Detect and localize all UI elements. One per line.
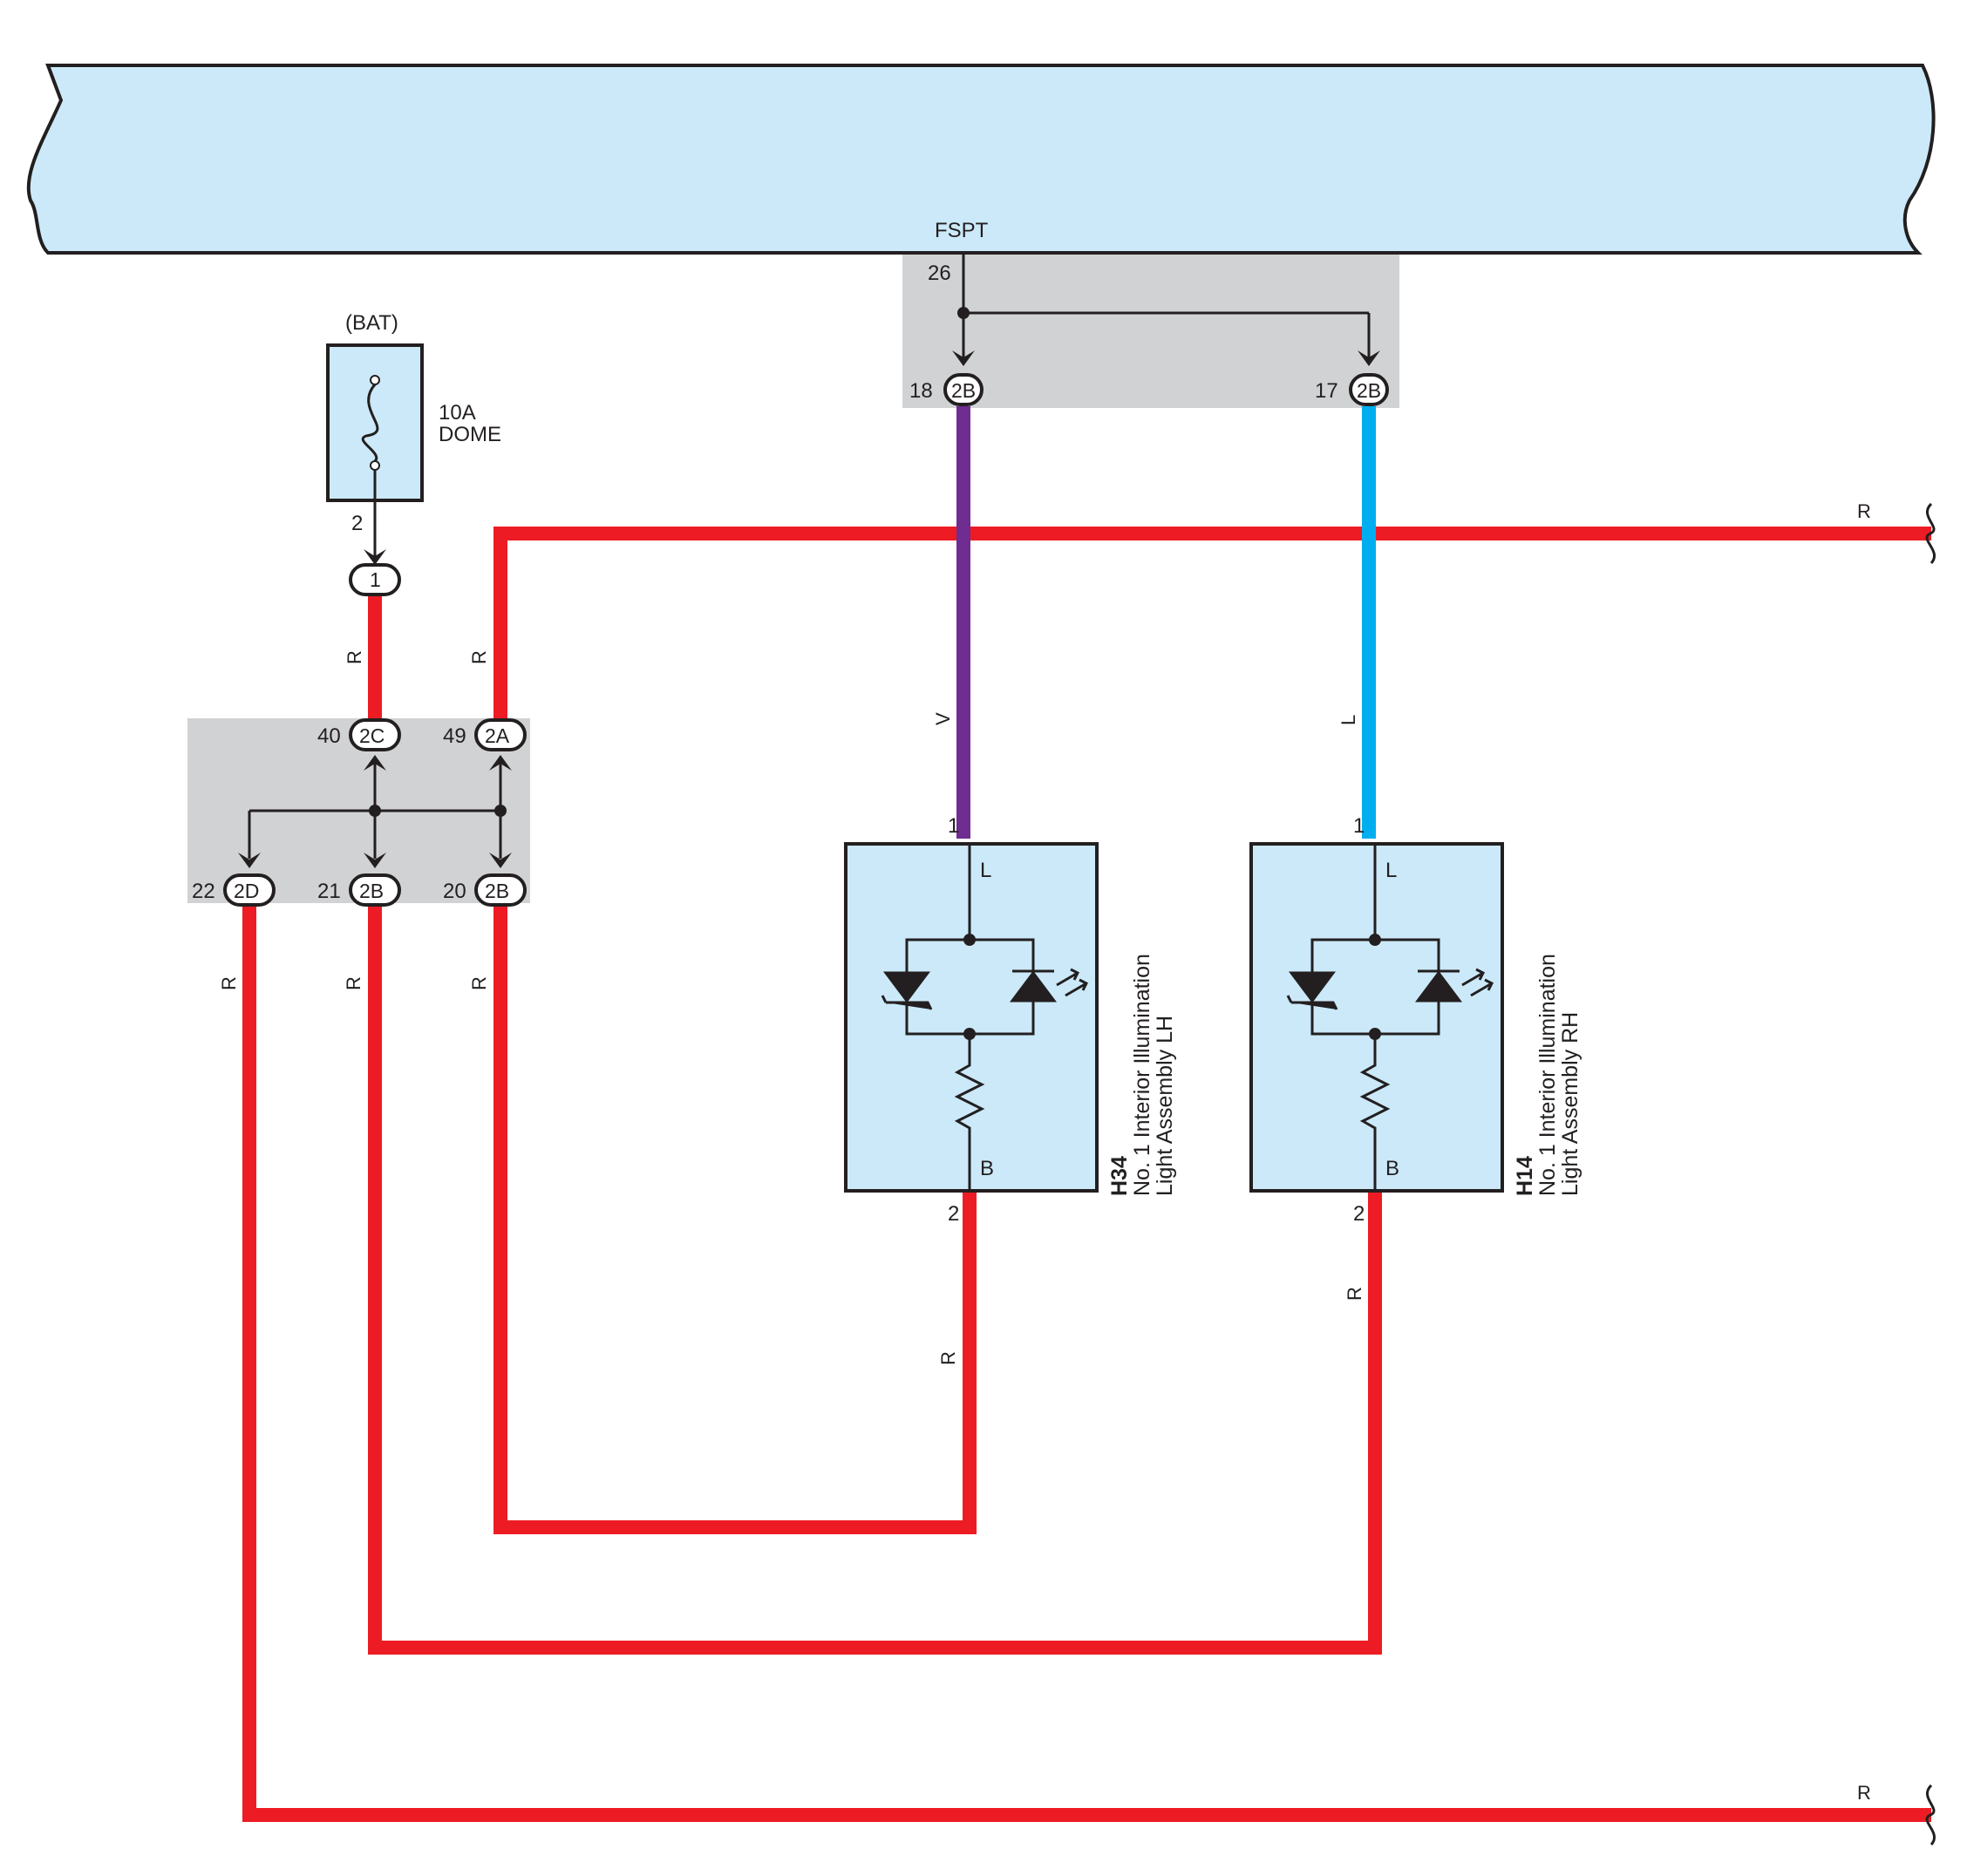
connector-label: 2B bbox=[485, 880, 509, 902]
lamp-name-line1: No. 1 Interior Illumination bbox=[1535, 954, 1560, 1196]
connector-40-2c bbox=[349, 718, 401, 751]
ecu-terminal-name: FSPT bbox=[935, 219, 989, 242]
lamp-node bbox=[1369, 934, 1381, 946]
connector-label: 2C bbox=[359, 724, 385, 747]
wire-color-label: R bbox=[937, 1351, 959, 1365]
connector-49-2a bbox=[474, 718, 527, 751]
red-wire-out-1 bbox=[242, 907, 1931, 1822]
connector-label: 2B bbox=[359, 880, 384, 902]
ecu-body bbox=[26, 64, 1936, 255]
lamp-body bbox=[844, 842, 1099, 1193]
fuse-terminal bbox=[370, 375, 380, 385]
fuse-terminal bbox=[370, 460, 380, 471]
connector-label: 2D bbox=[234, 880, 259, 902]
connector-label: 2B bbox=[951, 379, 976, 402]
pin-number: 1 bbox=[948, 814, 959, 838]
wire-color-label: R bbox=[218, 976, 240, 990]
lamp-code: H14 bbox=[1513, 1156, 1537, 1196]
pin-number: 20 bbox=[443, 880, 466, 903]
pin-number: 40 bbox=[317, 724, 341, 748]
fuse-icon bbox=[361, 384, 379, 463]
ecu-pin-26: 26 bbox=[928, 262, 951, 285]
connector-21-2b bbox=[349, 873, 401, 907]
terminal-label: B bbox=[980, 1157, 994, 1180]
lamp-name-line2: Light Assembly LH bbox=[1153, 1016, 1177, 1196]
terminal-label: L bbox=[980, 859, 991, 882]
wire-break-icon bbox=[1925, 1784, 1936, 1846]
connector-20-2b bbox=[474, 873, 527, 907]
led-icon bbox=[1415, 969, 1462, 1003]
lamp-node bbox=[963, 934, 976, 946]
connector-label: 1 bbox=[370, 568, 381, 591]
arrow-down-icon bbox=[364, 549, 386, 565]
wire-color-label: R bbox=[343, 976, 364, 990]
wire-break-icon bbox=[1925, 502, 1936, 565]
upper-junction-block bbox=[902, 255, 1399, 408]
connector-label: 2B bbox=[1357, 379, 1381, 402]
terminal-label: B bbox=[1385, 1157, 1399, 1180]
terminal-label: L bbox=[1385, 859, 1397, 882]
lamp-body bbox=[1249, 842, 1504, 1193]
lamp-name-line1: No. 1 Interior Illumination bbox=[1130, 954, 1154, 1196]
wire-color-label: R bbox=[1857, 500, 1871, 522]
red-wire-out-2 bbox=[368, 907, 1382, 1655]
pin-number: 49 bbox=[443, 724, 466, 748]
red-wire-out-3 bbox=[493, 907, 977, 1534]
connector-18-2b bbox=[943, 373, 984, 406]
connector-label: 2A bbox=[485, 724, 510, 747]
pin-number: 17 bbox=[1315, 379, 1338, 403]
fuse-source: (BAT) bbox=[345, 311, 398, 335]
led-icon bbox=[1010, 969, 1057, 1003]
wire-color-label: R bbox=[1344, 1287, 1365, 1301]
wire-color-label: R bbox=[468, 976, 490, 990]
pin-number: 22 bbox=[192, 880, 215, 903]
wire-color-label: R bbox=[1857, 1782, 1871, 1804]
lamp-lh-h34: 1 2 L B H34 No. 1 Interior Illumination … bbox=[844, 814, 1177, 1226]
resistor-icon bbox=[1359, 1034, 1391, 1191]
pin-number: 18 bbox=[909, 379, 933, 403]
arrow-down-icon bbox=[489, 853, 512, 868]
connector-22-2d bbox=[223, 873, 276, 907]
lamp-name-line2: Light Assembly RH bbox=[1558, 1012, 1582, 1196]
wire-color-label: L bbox=[1337, 715, 1359, 725]
lamp-code: H34 bbox=[1107, 1156, 1132, 1196]
resistor-icon bbox=[954, 1034, 985, 1191]
fuse-connector bbox=[349, 563, 401, 596]
fuse-out-pin: 2 bbox=[351, 512, 363, 535]
pin-number: 1 bbox=[1353, 814, 1365, 838]
arrow-down-icon bbox=[364, 853, 386, 868]
arrow-down-icon bbox=[1358, 350, 1380, 366]
pin-number: 2 bbox=[948, 1202, 959, 1226]
lamp-rh-h14: 1 2 L B H14 No. 1 Interior Illumination … bbox=[1249, 814, 1582, 1226]
wire-color-label: R bbox=[468, 650, 490, 664]
zener-diode-icon bbox=[881, 971, 933, 1010]
arrow-down-icon bbox=[952, 350, 975, 366]
light-emission-icon bbox=[1056, 968, 1089, 997]
fuse-name: DOME bbox=[439, 423, 501, 446]
zener-diode-icon bbox=[1286, 971, 1338, 1010]
fuse-rating: 10A bbox=[439, 401, 476, 425]
connector-17-2b bbox=[1349, 373, 1389, 406]
light-emission-icon bbox=[1461, 968, 1494, 997]
wire-color-label: V bbox=[932, 712, 954, 725]
red-wire-top-bus bbox=[493, 527, 1931, 718]
pin-number: 2 bbox=[1353, 1202, 1365, 1226]
wire-color-label: R bbox=[344, 650, 365, 664]
pin-number: 21 bbox=[317, 880, 341, 903]
arrow-down-icon bbox=[238, 853, 261, 868]
